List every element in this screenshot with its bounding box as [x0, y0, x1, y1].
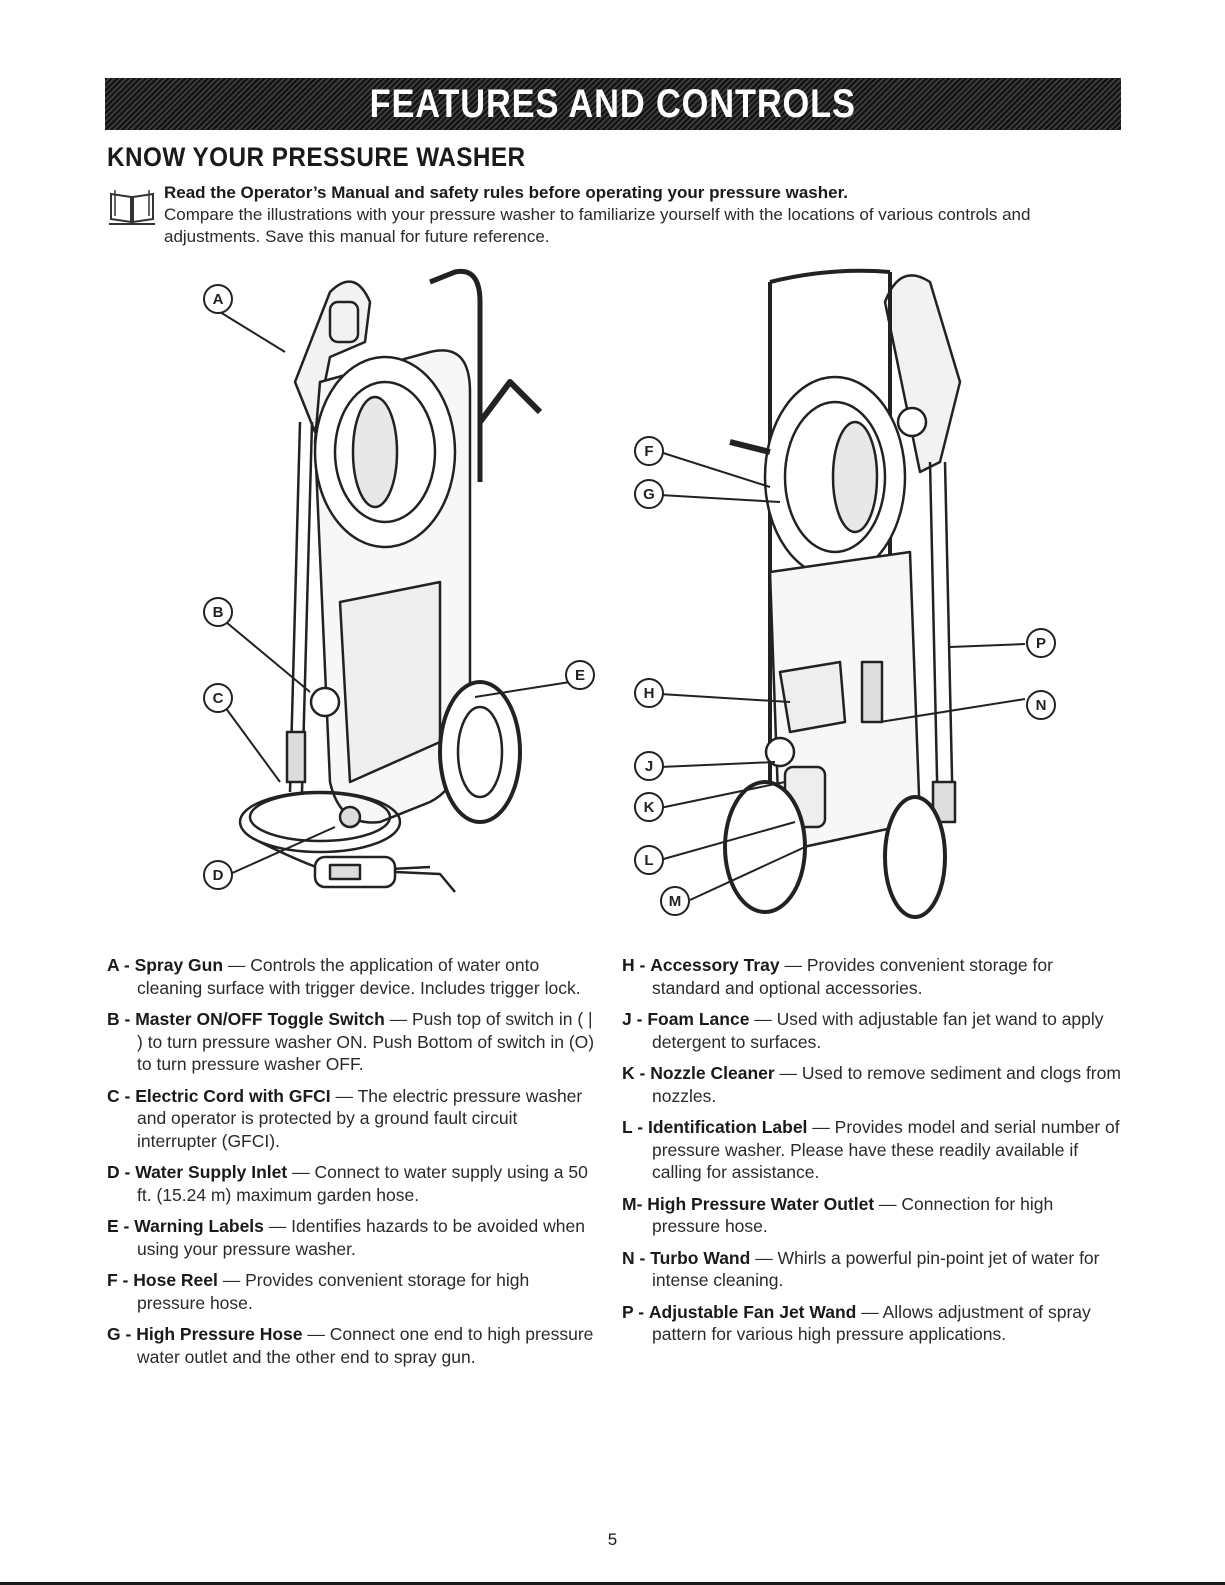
callout-n: N — [1026, 690, 1056, 720]
intro-block: Read the Operator’s Manual and safety ru… — [164, 182, 1114, 248]
intro-text: Compare the illustrations with your pres… — [164, 205, 1031, 246]
callout-g: G — [634, 479, 664, 509]
callout-j: J — [634, 751, 664, 781]
callout-p: P — [1026, 628, 1056, 658]
section-title: KNOW YOUR PRESSURE WASHER — [107, 142, 526, 172]
banner-title: FEATURES AND CONTROLS — [369, 81, 857, 126]
section-banner: FEATURES AND CONTROLS — [105, 78, 1121, 130]
pressure-washer-front-illustration — [219, 268, 571, 893]
feature-item: B - Master ON/OFF Toggle Switch — Push t… — [107, 1009, 595, 1074]
page-number: 5 — [607, 1530, 618, 1549]
callout-d: D — [203, 860, 233, 890]
feature-item: P - Adjustable Fan Jet Wand — Allows adj… — [622, 1301, 1091, 1345]
pressure-washer-rear-illustration — [659, 268, 1026, 919]
feature-item: F - Hose Reel — Provides convenient stor… — [107, 1270, 530, 1313]
feature-item: M- High Pressure Water Outlet — Connecti… — [622, 1193, 1054, 1237]
feature-item: E - Warning Labels — Identifies hazards … — [107, 1216, 585, 1259]
feature-item: J - Foam Lance — Used with adjustable fa… — [622, 1009, 1104, 1052]
callout-k: K — [634, 792, 664, 822]
feature-item: D - Water Supply Inlet — Connect to wate… — [107, 1162, 588, 1205]
callout-f: F — [634, 436, 664, 466]
feature-item: N - Turbo Wand — Whirls a powerful pin-p… — [622, 1247, 1100, 1291]
feature-item: C - Electric Cord with GFCI — The electr… — [107, 1085, 583, 1151]
feature-item: A - Spray Gun — Controls the application… — [107, 955, 581, 998]
features-list-left: A - Spray Gun — Controls the application… — [107, 954, 597, 1377]
callout-a: A — [203, 284, 233, 314]
callout-l: L — [634, 845, 664, 875]
bottom-rule — [0, 1582, 1225, 1585]
callout-c: C — [203, 683, 233, 713]
feature-item: L - Identification Label — Provides mode… — [622, 1117, 1120, 1182]
feature-item: H - Accessory Tray — Provides convenient… — [622, 955, 1053, 998]
callout-e: E — [565, 660, 595, 690]
callout-h: H — [634, 678, 664, 708]
callout-m: M — [660, 886, 690, 916]
feature-item: K - Nozzle Cleaner — Used to remove sedi… — [622, 1063, 1121, 1106]
feature-item: G - High Pressure Hose — Connect one end… — [107, 1324, 594, 1367]
intro-warning: Read the Operator’s Manual and safety ru… — [164, 183, 848, 202]
manual-book-icon — [109, 190, 155, 225]
features-list-right: H - Accessory Tray — Provides convenient… — [622, 954, 1122, 1355]
callout-b: B — [203, 597, 233, 627]
